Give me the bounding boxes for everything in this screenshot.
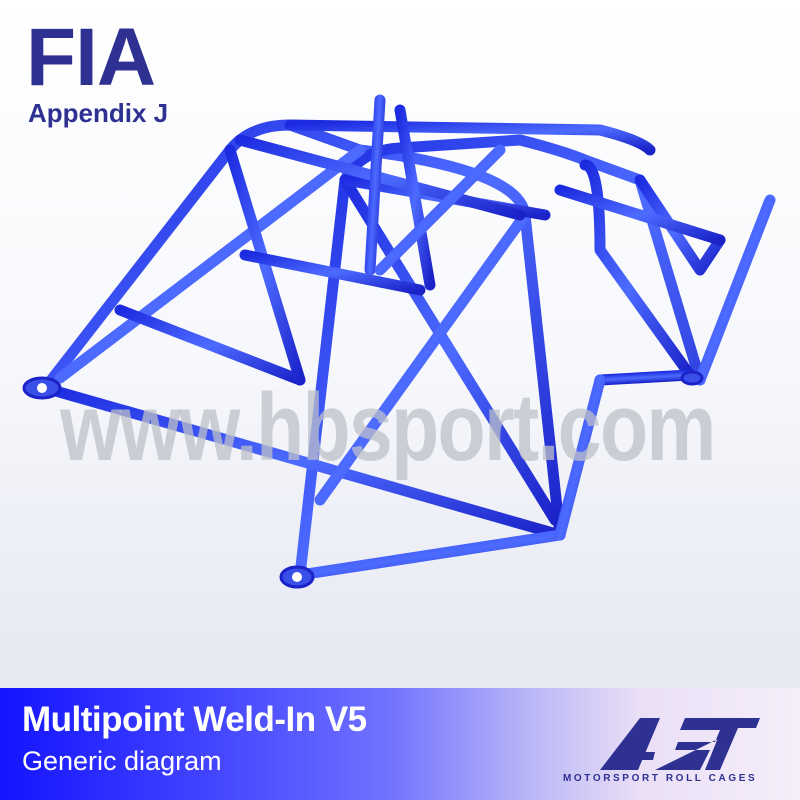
appendix-subtitle: Appendix J bbox=[28, 98, 169, 128]
watermark-text: www.hbsport.com bbox=[60, 374, 716, 481]
product-subtitle: Generic diagram bbox=[22, 746, 222, 776]
ast-logo bbox=[600, 718, 760, 770]
product-title: Multipoint Weld-In V5 bbox=[22, 700, 367, 739]
logo-tagline: MOTORSPORT ROLL CAGES bbox=[563, 773, 758, 784]
product-banner: Multipoint Weld-In V5 Generic diagram MO… bbox=[0, 688, 800, 800]
fia-title: FIA bbox=[26, 12, 156, 103]
